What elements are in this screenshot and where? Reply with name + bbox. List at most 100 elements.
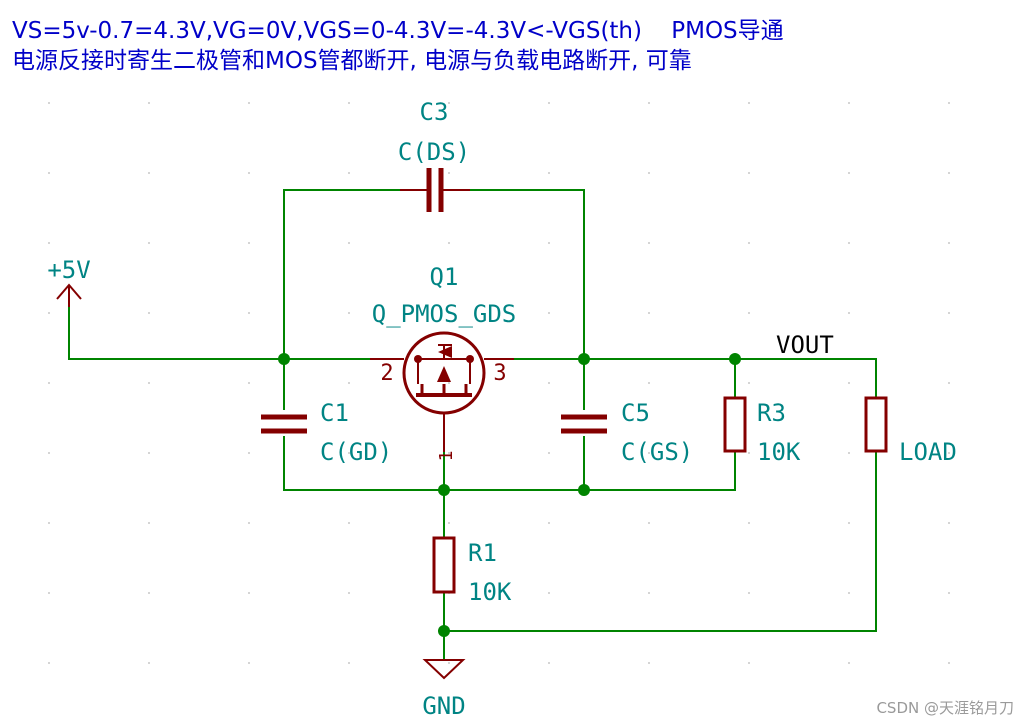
grid-dot [448,172,450,174]
grid-dot [648,592,650,594]
grid-dot [648,662,650,664]
c1-value: C(GD) [320,438,392,466]
c3-value: C(DS) [398,138,470,166]
junction-source-c3 [278,353,290,365]
q1-pin-bottom: 1 [436,451,457,462]
explanation-note-line-2: 电源反接时寄生二极管和MOS管都断开, 电源与负载电路断开, 可靠 [12,48,692,74]
grid-dot [548,452,550,454]
grid-dot [948,172,950,174]
grid-dot [848,592,850,594]
junction-c5-bottom [578,484,590,496]
grid-dot [348,312,350,314]
grid-dot [648,382,650,384]
grid-dot [748,242,750,244]
grid-dot [248,662,250,664]
grid-dot [348,242,350,244]
grid-dot [648,242,650,244]
grid-dot [48,522,50,524]
grid-dot [348,382,350,384]
grid-dot [348,102,350,104]
capacitor-c1 [261,414,307,434]
grid-dot [248,382,250,384]
grid-dot [948,592,950,594]
power-5v-symbol [56,283,82,307]
csdn-watermark: CSDN @天涯铭月刀 [876,699,1014,717]
resistor-load [864,396,888,453]
wire-5v-to-source [68,307,284,360]
grid-dot [248,592,250,594]
grid-dot [448,452,450,454]
grid-dot [448,242,450,244]
wire-c3-left [283,189,400,359]
grid-dot [948,452,950,454]
grid-dot [248,452,250,454]
grid-dot [848,382,850,384]
grid-dot [248,312,250,314]
grid-dot [548,592,550,594]
grid-dot [848,102,850,104]
grid-dot [848,172,850,174]
vout-net-label: VOUT [776,331,834,359]
grid-dot [548,102,550,104]
grid-dot [348,172,350,174]
r3-ref: R3 [757,399,786,427]
grid-dot [748,452,750,454]
wire-q1-to-drain [514,358,877,398]
grid-dot [948,662,950,664]
junction-vout-r3 [729,353,741,365]
grid-dot [748,592,750,594]
r1-ref: R1 [468,539,497,567]
capacitor-c3 [400,168,470,212]
wire-load-to-gnd [444,451,877,632]
grid-dot [148,172,150,174]
pmos-q1-fill [414,346,474,382]
grid-dot [848,522,850,524]
grid-dot [748,172,750,174]
grid-dot [848,662,850,664]
ground-symbol [422,659,466,680]
grid-dot [848,242,850,244]
grid-dot [348,662,350,664]
c5-value: C(GS) [621,438,693,466]
grid-dot [48,102,50,104]
resistor-r3 [723,396,747,453]
grid-dot [348,522,350,524]
junction-drain-c3 [578,353,590,365]
junction-gnd [438,625,450,637]
grid-dot [148,592,150,594]
grid-dot [48,382,50,384]
junction-gate-c1 [438,484,450,496]
grid-dot [848,452,850,454]
grid-dot [748,102,750,104]
grid-dot [148,312,150,314]
q1-value: Q_PMOS_GDS [372,300,517,328]
grid-dot [348,452,350,454]
wire-c1-bottom [283,436,736,491]
c1-ref: C1 [320,399,349,427]
grid-dot [448,312,450,314]
gnd-label: GND [422,692,465,720]
grid-dot [548,242,550,244]
grid-dot [548,522,550,524]
q1-pin-left: 2 [380,361,393,386]
grid-dot [648,172,650,174]
grid-dot [648,522,650,524]
grid-dot [648,102,650,104]
grid-dot [448,382,450,384]
grid-dot [48,592,50,594]
grid-dot [48,312,50,314]
grid-dots [48,102,950,664]
grid-dot [848,312,850,314]
grid-dot [148,242,150,244]
load-label: LOAD [899,438,957,466]
grid-dot [948,382,950,384]
q1-pin-right: 3 [493,361,506,386]
grid-dot [648,312,650,314]
c3-ref: C3 [420,98,449,126]
power-5v-label: +5V [47,256,90,284]
grid-dot [948,312,950,314]
q1-ref: Q1 [430,263,459,291]
c5-ref: C5 [621,399,650,427]
grid-dot [48,662,50,664]
